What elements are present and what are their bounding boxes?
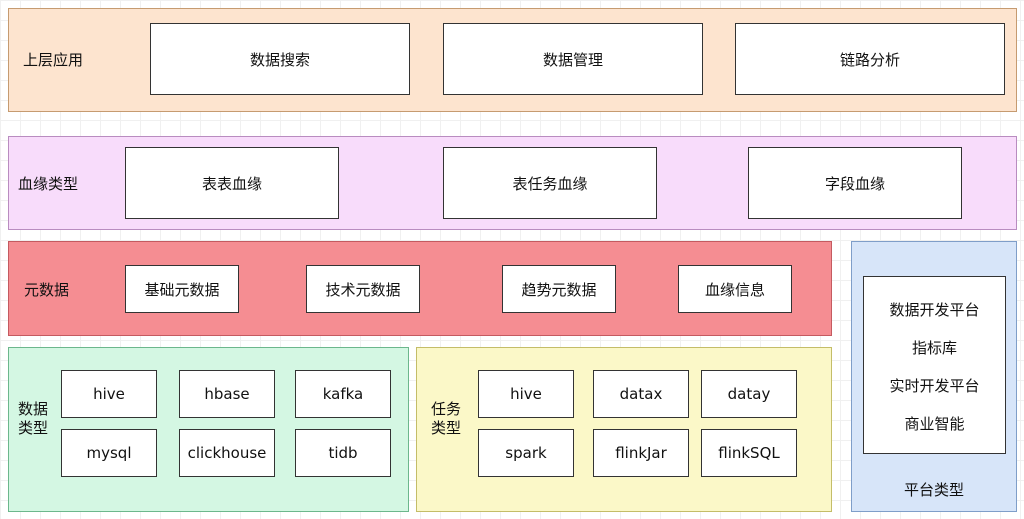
data-management-box: 数据管理: [443, 23, 703, 95]
platform-item-realtime-dev: 实时开发平台: [889, 377, 980, 395]
lineage-info-box: 血缘信息: [678, 265, 792, 313]
top-app-layer: 上层应用 数据搜索 数据管理 链路分析: [8, 8, 1017, 112]
platform-item-metric-lib: 指标库: [911, 339, 957, 357]
platform-type-layer: 数据开发平台 指标库 实时开发平台 商业智能 平台类型: [851, 241, 1017, 512]
task-type-datay-box: datay: [701, 370, 797, 418]
task-type-flinksql-box: flinkSQL: [701, 429, 797, 477]
task-type-layer: 任务 类型 hive datax datay spark flinkJar fl…: [416, 347, 832, 512]
data-search-box: 数据搜索: [150, 23, 410, 95]
technical-metadata-box: 技术元数据: [306, 265, 420, 313]
table-table-lineage-box: 表表血缘: [125, 147, 339, 219]
task-type-label-line2: 类型: [431, 418, 462, 437]
table-task-lineage-box: 表任务血缘: [443, 147, 657, 219]
data-type-label: 数据 类型: [18, 400, 48, 438]
lineage-type-label: 血缘类型: [18, 175, 79, 193]
metadata-label: 元数据: [24, 281, 70, 299]
data-type-label-line1: 数据: [18, 400, 49, 418]
platform-type-label: 平台类型: [903, 481, 964, 499]
data-type-hbase-box: hbase: [179, 370, 275, 418]
link-analysis-box: 链路分析: [735, 23, 1005, 95]
data-type-label-line2: 类型: [18, 418, 49, 437]
data-type-kafka-box: kafka: [295, 370, 391, 418]
task-type-label: 任务 类型: [431, 400, 461, 438]
platform-list-box: 数据开发平台 指标库 实时开发平台 商业智能: [863, 276, 1006, 454]
platform-item-bi: 商业智能: [904, 415, 965, 433]
task-type-flinkjar-box: flinkJar: [593, 429, 689, 477]
platform-item-data-dev: 数据开发平台: [889, 301, 980, 319]
task-type-hive-box: hive: [478, 370, 574, 418]
basic-metadata-box: 基础元数据: [125, 265, 239, 313]
task-type-datax-box: datax: [593, 370, 689, 418]
task-type-spark-box: spark: [478, 429, 574, 477]
data-type-layer: 数据 类型 hive hbase kafka mysql clickhouse …: [8, 347, 409, 512]
data-type-clickhouse-box: clickhouse: [179, 429, 275, 477]
data-type-tidb-box: tidb: [295, 429, 391, 477]
top-app-label: 上层应用: [23, 51, 84, 69]
task-type-label-line1: 任务: [431, 400, 462, 418]
lineage-type-layer: 血缘类型 表表血缘 表任务血缘 字段血缘: [8, 136, 1017, 230]
data-type-hive-box: hive: [61, 370, 157, 418]
data-type-mysql-box: mysql: [61, 429, 157, 477]
field-lineage-box: 字段血缘: [748, 147, 962, 219]
trend-metadata-box: 趋势元数据: [502, 265, 616, 313]
metadata-layer: 元数据 基础元数据 技术元数据 趋势元数据 血缘信息: [8, 241, 832, 336]
